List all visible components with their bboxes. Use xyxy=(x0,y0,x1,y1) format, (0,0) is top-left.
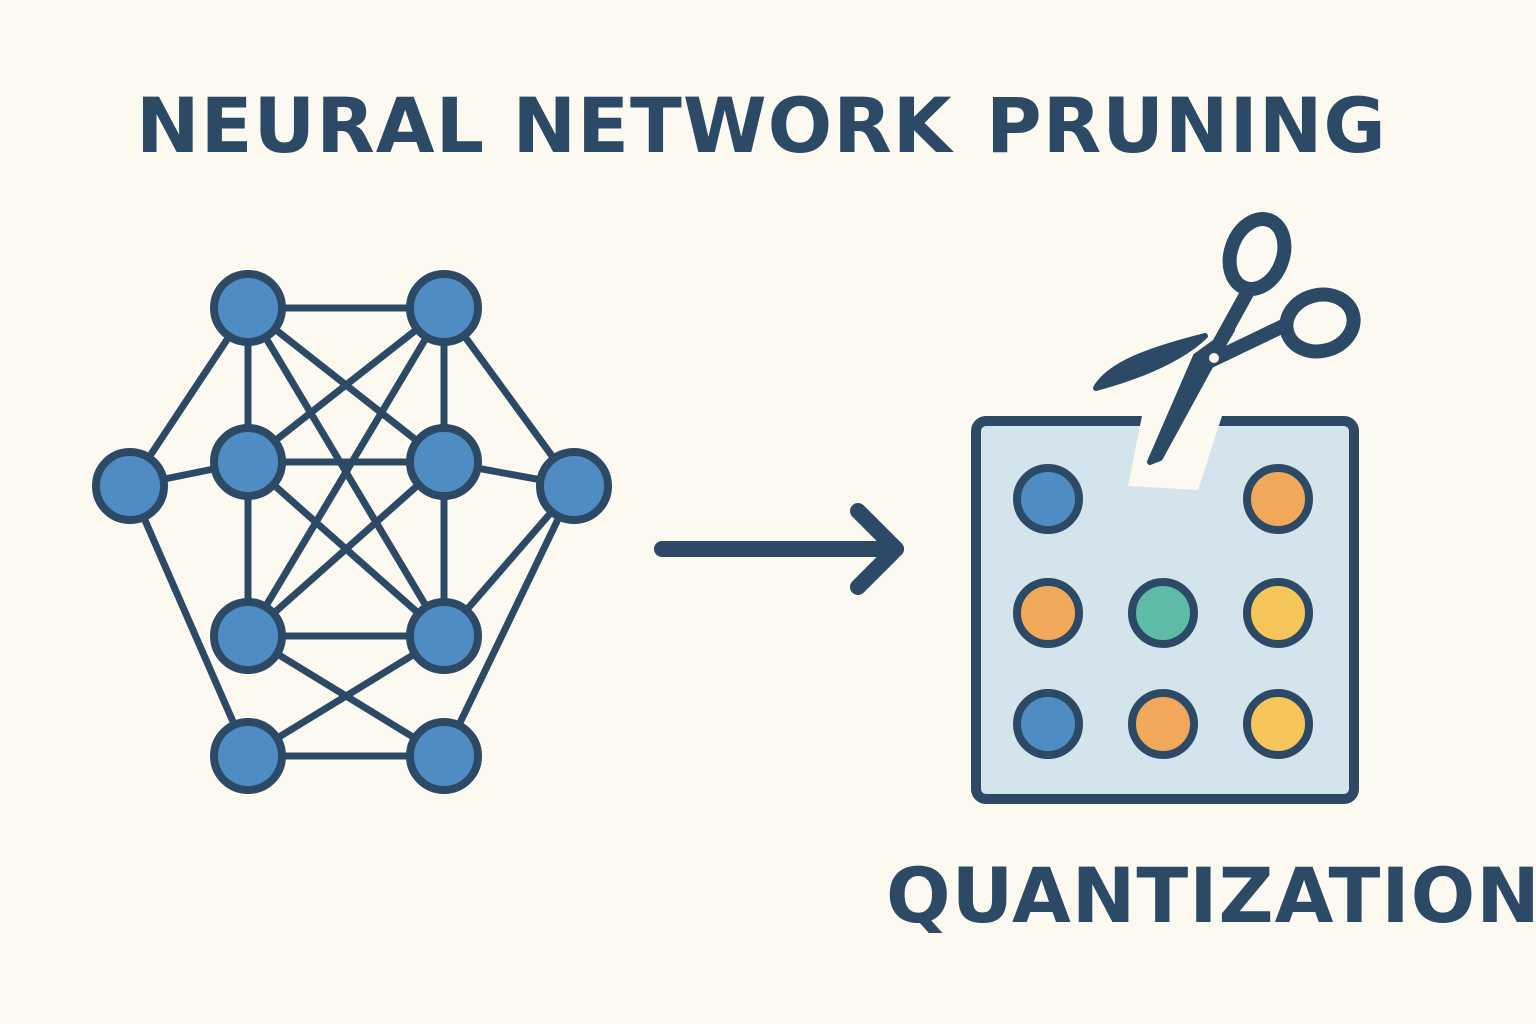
network-edge xyxy=(244,304,448,640)
quantized-grid xyxy=(1013,464,1313,759)
quantized-node xyxy=(1243,578,1313,648)
network-edges xyxy=(126,304,578,760)
quantization-title: QUANTIZATION xyxy=(886,851,1536,940)
quantized-node xyxy=(1013,689,1083,759)
network-edge xyxy=(244,458,448,640)
network-node xyxy=(536,448,612,524)
network-node xyxy=(210,270,286,346)
network-node xyxy=(210,718,286,794)
network-node xyxy=(406,270,482,346)
neural-network-title: NEURAL NETWORK xyxy=(136,81,953,170)
pruning-cut-notch xyxy=(1128,416,1222,490)
pruning-title: PRUNING xyxy=(986,81,1387,170)
network-edge xyxy=(244,632,448,760)
network-node xyxy=(406,598,482,674)
quantized-node xyxy=(1243,689,1313,759)
quantized-node xyxy=(1243,464,1313,534)
network-edge xyxy=(440,482,578,760)
quantized-node xyxy=(1128,578,1198,648)
network-node xyxy=(406,424,482,500)
network-nodes xyxy=(92,270,612,794)
quantized-node xyxy=(1013,578,1083,648)
network-node xyxy=(92,448,168,524)
arrow-right-icon xyxy=(654,503,904,595)
quantized-node xyxy=(1128,689,1198,759)
network-edge xyxy=(244,304,448,466)
quantized-node xyxy=(1013,464,1083,534)
network-edge xyxy=(126,482,252,760)
network-node xyxy=(210,424,286,500)
network-node xyxy=(406,718,482,794)
scissors-icon xyxy=(1093,212,1361,465)
network-node xyxy=(210,598,286,674)
